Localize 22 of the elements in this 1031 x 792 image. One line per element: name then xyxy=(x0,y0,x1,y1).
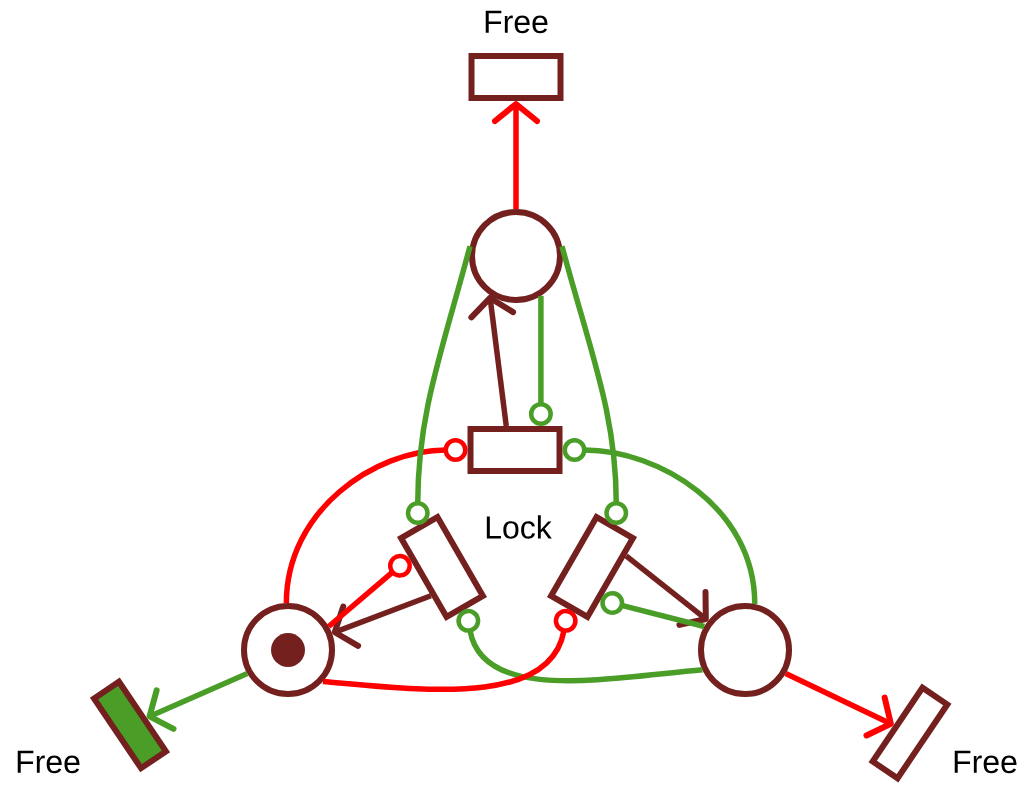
arrow xyxy=(468,294,517,427)
inhibitor-arc xyxy=(559,245,629,525)
arrow xyxy=(146,670,249,732)
arrow xyxy=(784,671,894,739)
inhibitor-arc xyxy=(562,438,758,605)
place-label: Lock xyxy=(486,515,552,539)
inhibitor-arc xyxy=(528,295,553,426)
inhibitor-arc xyxy=(456,608,703,684)
arrow xyxy=(492,101,540,209)
arrow xyxy=(331,593,432,649)
marked-place-circle xyxy=(241,603,335,697)
inhibitor-arc xyxy=(405,245,473,525)
inhibitor-arc xyxy=(600,590,705,630)
node-label: Free xyxy=(17,750,80,774)
arrow xyxy=(624,553,709,628)
inhibitor-arc xyxy=(326,553,412,629)
inhibitor-arc xyxy=(283,438,468,604)
node-label: Free xyxy=(954,750,1017,774)
inhibitor-arc xyxy=(322,608,578,692)
place-circle xyxy=(698,603,792,697)
place-circle xyxy=(469,209,563,303)
node-label: Free xyxy=(485,10,548,34)
